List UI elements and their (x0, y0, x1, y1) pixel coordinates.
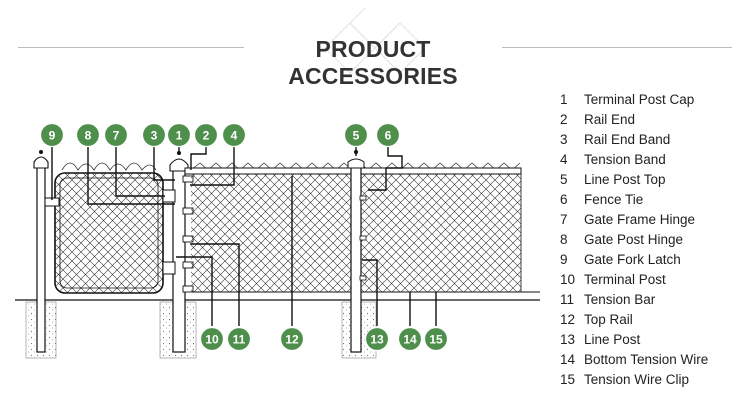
header-rule-right (502, 47, 732, 48)
callout-badge-3: 3 (141, 122, 167, 148)
header-mesh-decoration (324, 8, 426, 74)
legend-number: 3 (560, 132, 568, 147)
callout-badge-11: 11 (226, 326, 252, 352)
legend-item: 7 Gate Frame Hinge (560, 210, 708, 230)
callout-badge-14: 14 (397, 326, 423, 352)
legend-item: 14 Bottom Tension Wire (560, 350, 708, 370)
header-rule-left (18, 47, 244, 48)
legend-label: Gate Post Hinge (584, 232, 684, 247)
legend-item: 10 Terminal Post (560, 270, 708, 290)
legend-item: 2 Rail End (560, 110, 708, 130)
legend-item: 9 Gate Fork Latch (560, 250, 708, 270)
callout-badge-4: 4 (221, 122, 247, 148)
legend-item: 4 Tension Band (560, 150, 708, 170)
legend-label: Line Post Top (584, 172, 666, 187)
leader-7 (115, 147, 165, 197)
legend-number: 6 (560, 192, 568, 207)
gate-post-hinge-lower (162, 261, 176, 275)
legend-number: 7 (560, 212, 568, 227)
legend-label: Gate Frame Hinge (584, 212, 696, 227)
legend-item: 3 Rail End Band (560, 130, 708, 150)
callout-number: 4 (231, 129, 238, 143)
leader-2 (190, 147, 207, 170)
callout-badge-5: 5 (343, 122, 369, 148)
callout-badge-8: 8 (75, 122, 101, 148)
legend-item: 12 Top Rail (560, 310, 708, 330)
callout-badge-10: 10 (199, 326, 225, 352)
callout-badge-7: 7 (103, 122, 129, 148)
callout-number: 6 (385, 129, 392, 143)
gate-latch-post (36, 165, 46, 353)
leader-6 (368, 147, 403, 191)
callout-number: 11 (233, 333, 246, 347)
legend-number: 10 (560, 272, 576, 287)
legend-label: Top Rail (584, 312, 633, 327)
callout-number: 3 (151, 129, 158, 143)
legend-item: 5 Line Post Top (560, 170, 708, 190)
leader-11 (190, 243, 240, 326)
gate-barbed-wire (61, 162, 157, 171)
legend-label: Bottom Tension Wire (584, 352, 709, 367)
callout-number: 13 (370, 333, 384, 347)
legend-label: Fence Tie (584, 192, 644, 207)
legend-item: 6 Fence Tie (560, 190, 708, 210)
callout-badge-1: 1 (166, 122, 192, 148)
terminal-post-cap (169, 158, 189, 172)
legend-list: 1 Terminal Post Cap 2 Rail End 3 Rail End B… (560, 90, 708, 390)
callout-number: 12 (285, 333, 299, 347)
gate-latch-post-cap (33, 156, 49, 169)
legend-number: 15 (560, 372, 576, 387)
legend-number: 11 (560, 292, 575, 307)
gate-frame (54, 172, 164, 294)
callout-number: 8 (85, 129, 92, 143)
callout-badge-6: 6 (375, 122, 401, 148)
legend-number: 9 (560, 252, 568, 267)
leader-8 (87, 147, 175, 205)
line-post-top (347, 158, 365, 169)
callout-badge-2: 2 (193, 122, 219, 148)
legend-number: 14 (560, 352, 576, 367)
legend-label: Line Post (584, 332, 641, 347)
leader-3 (153, 147, 175, 181)
callout-number: 9 (49, 129, 56, 143)
leader-4 (190, 147, 235, 186)
legend-label: Terminal Post (584, 272, 666, 287)
legend-item: 15 Tension Wire Clip (560, 370, 708, 390)
callout-badge-9: 9 (39, 122, 65, 148)
legend-number: 5 (560, 172, 568, 187)
callout-number: 2 (203, 129, 210, 143)
callout-number: 5 (353, 129, 360, 143)
legend-label: Gate Fork Latch (584, 252, 681, 267)
line-post (350, 165, 362, 353)
page-title: PRODUCT ACCESSORIES (288, 36, 458, 89)
legend-item: 8 Gate Post Hinge (560, 230, 708, 250)
legend-number: 13 (560, 332, 576, 347)
legend-number: 12 (560, 312, 576, 327)
callout-badge-12: 12 (279, 326, 305, 352)
callout-number: 7 (113, 129, 120, 143)
callout-number: 14 (403, 333, 417, 347)
legend-label: Rail End (584, 112, 636, 127)
leader-10 (176, 256, 213, 326)
leader-13 (362, 259, 378, 326)
callout-number: 15 (429, 333, 443, 347)
legend-label: Rail End Band (584, 132, 671, 147)
legend-item: 11 Tension Bar (560, 290, 708, 310)
legend-label: Tension Wire Clip (584, 372, 690, 387)
legend-label: Terminal Post Cap (584, 92, 695, 107)
legend-label: Tension Bar (584, 292, 656, 307)
legend-number: 4 (560, 152, 568, 167)
legend-label: Tension Band (584, 152, 666, 167)
callout-badge-15: 15 (423, 326, 449, 352)
legend-number: 1 (560, 92, 568, 107)
legend-item: 13 Line Post (560, 330, 708, 350)
callout-badge-13: 13 (364, 326, 390, 352)
legend-number: 2 (560, 112, 568, 127)
callout-number: 10 (205, 333, 219, 347)
legend-item: 1 Terminal Post Cap (560, 90, 708, 110)
callout-number: 1 (176, 129, 183, 143)
legend-number: 8 (560, 232, 568, 247)
